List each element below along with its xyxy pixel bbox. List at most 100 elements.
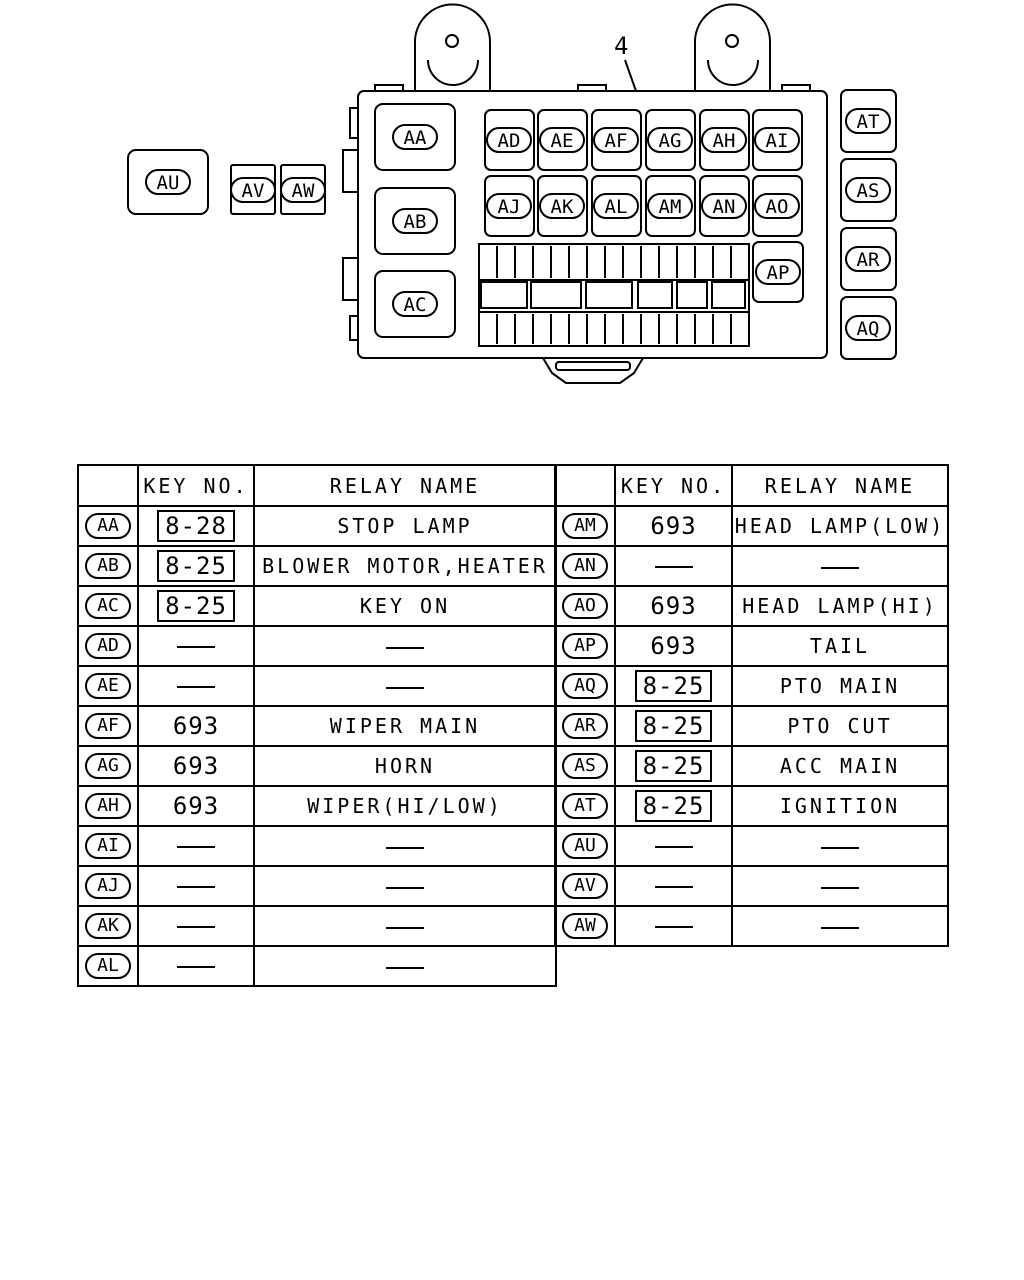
- key-no-cell: 8-25: [614, 785, 733, 827]
- key-no-value: 8-25: [634, 670, 713, 702]
- empty-dash: [654, 846, 693, 848]
- empty-dash: [177, 886, 215, 888]
- relay-ac: AC: [374, 270, 456, 338]
- key-no-cell: [137, 625, 255, 667]
- position-label: AB: [85, 553, 131, 579]
- position-cell: AL: [77, 945, 139, 987]
- position-cell: AB: [77, 545, 139, 587]
- relay-label: AW: [292, 180, 315, 202]
- position-cell: AT: [554, 785, 616, 827]
- table-header: KEY NO. RELAY NAME: [554, 464, 949, 507]
- relay-ah: AH: [699, 109, 750, 171]
- empty-dash: [386, 886, 424, 889]
- table-row: AC 8-25 KEY ON: [77, 585, 557, 627]
- table-row: AD: [77, 625, 557, 667]
- key-no-cell: [614, 825, 733, 867]
- key-no-value: 8-25: [157, 590, 235, 622]
- relay-name-cell: [731, 545, 949, 587]
- relay-label: AM: [659, 196, 682, 218]
- relay-label: AD: [498, 130, 521, 152]
- relay-al: AL: [591, 175, 642, 237]
- position-cell: AQ: [554, 665, 616, 707]
- position-label: AA: [85, 513, 131, 539]
- relay-name-cell: HEAD LAMP(HI): [731, 585, 949, 627]
- key-no-value: 8-25: [634, 790, 713, 822]
- position-label: AC: [85, 593, 131, 619]
- relay-name-value: STOP LAMP: [337, 514, 473, 538]
- relay-name-value: ACC MAIN: [779, 754, 901, 778]
- position-label: AN: [562, 553, 608, 579]
- position-cell: AN: [554, 545, 616, 587]
- relay-label: AI: [766, 130, 789, 152]
- key-no-header: KEY NO.: [614, 464, 733, 507]
- relay-name-cell: PTO MAIN: [731, 665, 949, 707]
- relay-name-cell: [253, 865, 557, 907]
- relay-label: AT: [857, 111, 880, 133]
- key-no-cell: 693: [137, 705, 255, 747]
- relay-name-header: RELAY NAME: [731, 464, 949, 507]
- position-cell: AM: [554, 505, 616, 547]
- relay-name-value: WIPER MAIN: [329, 714, 481, 738]
- empty-dash: [386, 966, 424, 969]
- position-cell: AV: [554, 865, 616, 907]
- key-no-cell: 693: [137, 785, 255, 827]
- position-label: AH: [85, 793, 131, 819]
- relay-ag: AG: [645, 109, 696, 171]
- position-label: AI: [85, 833, 131, 859]
- table-row: AI: [77, 825, 557, 867]
- empty-dash: [177, 646, 215, 648]
- relay-name-value: KEY ON: [359, 594, 451, 618]
- position-header: [77, 464, 139, 507]
- table-row: AQ 8-25 PTO MAIN: [554, 665, 949, 707]
- relay-name-value: HORN: [374, 754, 436, 778]
- table-row: AW: [554, 905, 949, 947]
- position-label: AR: [562, 713, 608, 739]
- relay-name-cell: [253, 825, 557, 867]
- table-row: AN: [554, 545, 949, 587]
- relay-aw: AW: [280, 164, 326, 215]
- position-cell: AE: [77, 665, 139, 707]
- position-label: AK: [85, 913, 131, 939]
- relay-name-cell: KEY ON: [253, 585, 557, 627]
- key-no-cell: 693: [137, 745, 255, 787]
- relay-name-cell: [253, 625, 557, 667]
- relay-name-value: HEAD LAMP(LOW): [734, 514, 946, 538]
- key-no-cell: [614, 865, 733, 907]
- position-cell: AO: [554, 585, 616, 627]
- relay-name-cell: WIPER(HI/LOW): [253, 785, 557, 827]
- key-no-cell: 8-25: [614, 745, 733, 787]
- relay-name-cell: [731, 905, 949, 947]
- relay-label: AF: [605, 130, 628, 152]
- table-row: AO 693 HEAD LAMP(HI): [554, 585, 949, 627]
- empty-dash: [177, 846, 215, 848]
- empty-dash: [821, 886, 859, 889]
- key-no-cell: [614, 905, 733, 947]
- position-cell: AU: [554, 825, 616, 867]
- empty-dash: [821, 846, 859, 849]
- table-row: AV: [554, 865, 949, 907]
- key-no-value: 693: [650, 592, 697, 620]
- key-no-value: 8-25: [634, 710, 713, 742]
- relay-ai: AI: [752, 109, 803, 171]
- relay-name-cell: [731, 865, 949, 907]
- position-cell: AC: [77, 585, 139, 627]
- position-label: AQ: [562, 673, 608, 699]
- empty-dash: [654, 926, 693, 928]
- relay-af: AF: [591, 109, 642, 171]
- relay-label: AJ: [498, 196, 521, 218]
- position-cell: AR: [554, 705, 616, 747]
- key-no-cell: [137, 825, 255, 867]
- relay-as: AS: [840, 158, 897, 222]
- relay-label: AK: [551, 196, 574, 218]
- empty-dash: [654, 566, 693, 568]
- position-cell: AP: [554, 625, 616, 667]
- relay-label: AV: [242, 180, 265, 202]
- key-no-cell: 8-25: [614, 665, 733, 707]
- position-label: AW: [562, 913, 608, 939]
- position-cell: AK: [77, 905, 139, 947]
- key-no-cell: 8-25: [137, 545, 255, 587]
